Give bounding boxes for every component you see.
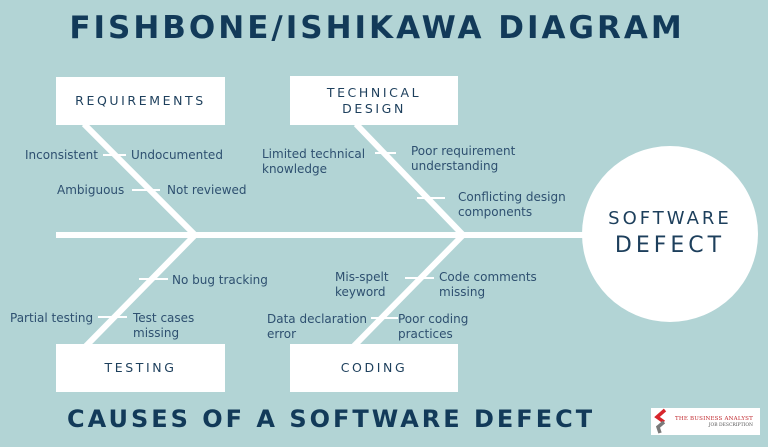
logo-line2: JOB DESCRIPTION (708, 422, 753, 428)
effect-label-line1: SOFTWARE (608, 208, 732, 229)
cause-mis-spelt-keyword: Mis-spelt keyword (335, 270, 389, 299)
diagram-subtitle: CAUSES OF A SOFTWARE DEFECT (67, 405, 596, 433)
testing-label: TESTING (104, 360, 177, 375)
business-analyst-logo: THE BUSINESS ANALYST JOB DESCRIPTION (651, 408, 760, 435)
diagram-title: FISHBONE/ISHIKAWA DIAGRAM (69, 10, 685, 46)
logo-line1: THE BUSINESS ANALYST (675, 415, 753, 422)
coding-bone (351, 231, 467, 349)
requirements-box: REQUIREMENTS (56, 77, 225, 125)
cause-test-cases-missing: Test cases missing (133, 311, 195, 340)
technical-design-bone (353, 121, 467, 239)
effect-label-line2: DEFECT (614, 233, 726, 258)
technical-design-label-line2: DESIGN (342, 100, 406, 116)
effect-circle: SOFTWARE DEFECT (582, 146, 758, 322)
technical-design-label-line1: TECHNICAL (326, 84, 422, 100)
cause-poor-requirement-understanding: Poor requirement understanding (411, 144, 516, 173)
cause-undocumented: Undocumented (131, 148, 223, 162)
testing-box: TESTING (56, 344, 225, 392)
requirements-bone (81, 121, 199, 239)
requirements-label: REQUIREMENTS (75, 93, 206, 108)
technical-design-box: TECHNICAL DESIGN (290, 76, 458, 125)
cause-code-comments-missing: Code comments missing (439, 270, 537, 299)
cause-not-reviewed: Not reviewed (167, 183, 247, 197)
testing-bone (83, 231, 199, 349)
coding-box: CODING (290, 344, 458, 392)
cause-limited-technical-knowledge: Limited technical knowledge (262, 147, 366, 176)
cause-ambiguous: Ambiguous (57, 183, 125, 197)
cause-inconsistent: Inconsistent (25, 148, 98, 162)
cause-conflicting-design-components: Conflicting design components (458, 190, 566, 219)
cause-partial-testing: Partial testing (10, 311, 94, 325)
cause-poor-coding-practices: Poor coding practices (398, 312, 469, 341)
cause-no-bug-tracking: No bug tracking (172, 273, 268, 287)
coding-label: CODING (340, 360, 408, 375)
logo-s-mark-icon (651, 408, 671, 435)
cause-data-declaration-error: Data declaration error (267, 312, 368, 341)
